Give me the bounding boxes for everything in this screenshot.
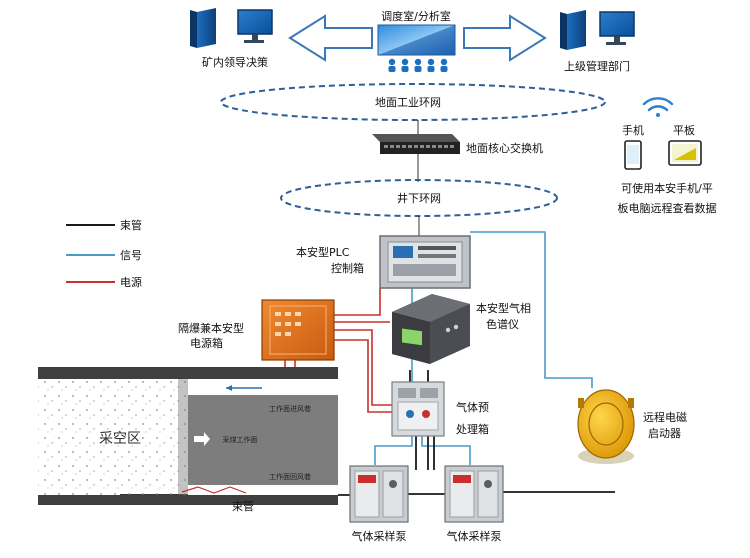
pretreat-label-line1: 气体预 xyxy=(456,400,489,414)
goaf-label: 采空区 xyxy=(99,431,141,447)
phone-label: 手机 xyxy=(622,123,644,137)
ground-ring xyxy=(220,83,606,121)
mine-leaders-label: 矿内领导决策 xyxy=(202,55,268,69)
gc-label-line2: 色谱仪 xyxy=(486,317,519,331)
legend-tube: 束管 xyxy=(120,218,142,232)
legend: 束管 信号 电源 xyxy=(66,218,142,289)
ground-ring-label: 地面工业环网 xyxy=(375,96,441,109)
power-supply-icon xyxy=(261,299,335,361)
sampling-pump-1-icon xyxy=(349,465,409,523)
tube-label: 束管 xyxy=(232,499,254,513)
pump2-label: 气体采样泵 xyxy=(447,529,502,543)
electromagnetic-starter-icon xyxy=(577,389,635,464)
intake-road-label: 工作面进风巷 xyxy=(269,404,311,413)
plc-label-line1: 本安型PLC xyxy=(296,245,350,259)
tablet-label: 平板 xyxy=(673,123,695,137)
operators-icon xyxy=(388,58,448,72)
mining-face-label: 采煤工作面 xyxy=(223,435,258,444)
computer-right-icon xyxy=(560,10,635,50)
plc-box-icon xyxy=(379,235,471,289)
return-road-label: 工作面回风巷 xyxy=(269,472,311,481)
superior-dept-label: 上级管理部门 xyxy=(564,59,630,73)
pretreat-label-line2: 处理箱 xyxy=(456,422,489,436)
phone-icon xyxy=(624,140,642,170)
underground-ring-label: 井下环网 xyxy=(397,191,441,205)
arrow-left-icon xyxy=(288,14,373,62)
core-switch-label: 地面核心交换机 xyxy=(466,141,543,155)
legend-signal: 信号 xyxy=(120,249,142,262)
mobile-note-line1: 可使用本安手机/平 xyxy=(621,181,713,195)
mine-layout xyxy=(38,367,338,505)
gc-label-line1: 本安型气相 xyxy=(476,301,531,315)
power-supply-label-line1: 隔爆兼本安型 xyxy=(178,321,244,335)
power-lines xyxy=(284,288,392,413)
mobile-note-line2: 板电脑远程查看数据 xyxy=(618,201,717,215)
sampling-pump-2-icon xyxy=(444,465,504,523)
gas-chromatograph-icon xyxy=(392,294,470,364)
power-supply-label-line2: 电源箱 xyxy=(190,336,223,350)
wifi-icon xyxy=(642,97,674,117)
control-room: 调度室/分析室 xyxy=(377,9,456,72)
legend-power: 电源 xyxy=(120,275,142,289)
starter-label-line2: 启动器 xyxy=(648,427,681,440)
tablet-icon xyxy=(668,140,702,166)
control-room-label: 调度室/分析室 xyxy=(381,9,451,23)
starter-label-line1: 远程电磁 xyxy=(643,411,687,424)
gas-pretreatment-icon xyxy=(391,381,445,437)
pump1-label: 气体采样泵 xyxy=(352,529,407,543)
arrow-right-icon xyxy=(463,14,547,62)
plc-label-line2: 控制箱 xyxy=(331,261,364,275)
core-switch-icon xyxy=(372,134,460,154)
computer-left-icon xyxy=(190,8,273,48)
